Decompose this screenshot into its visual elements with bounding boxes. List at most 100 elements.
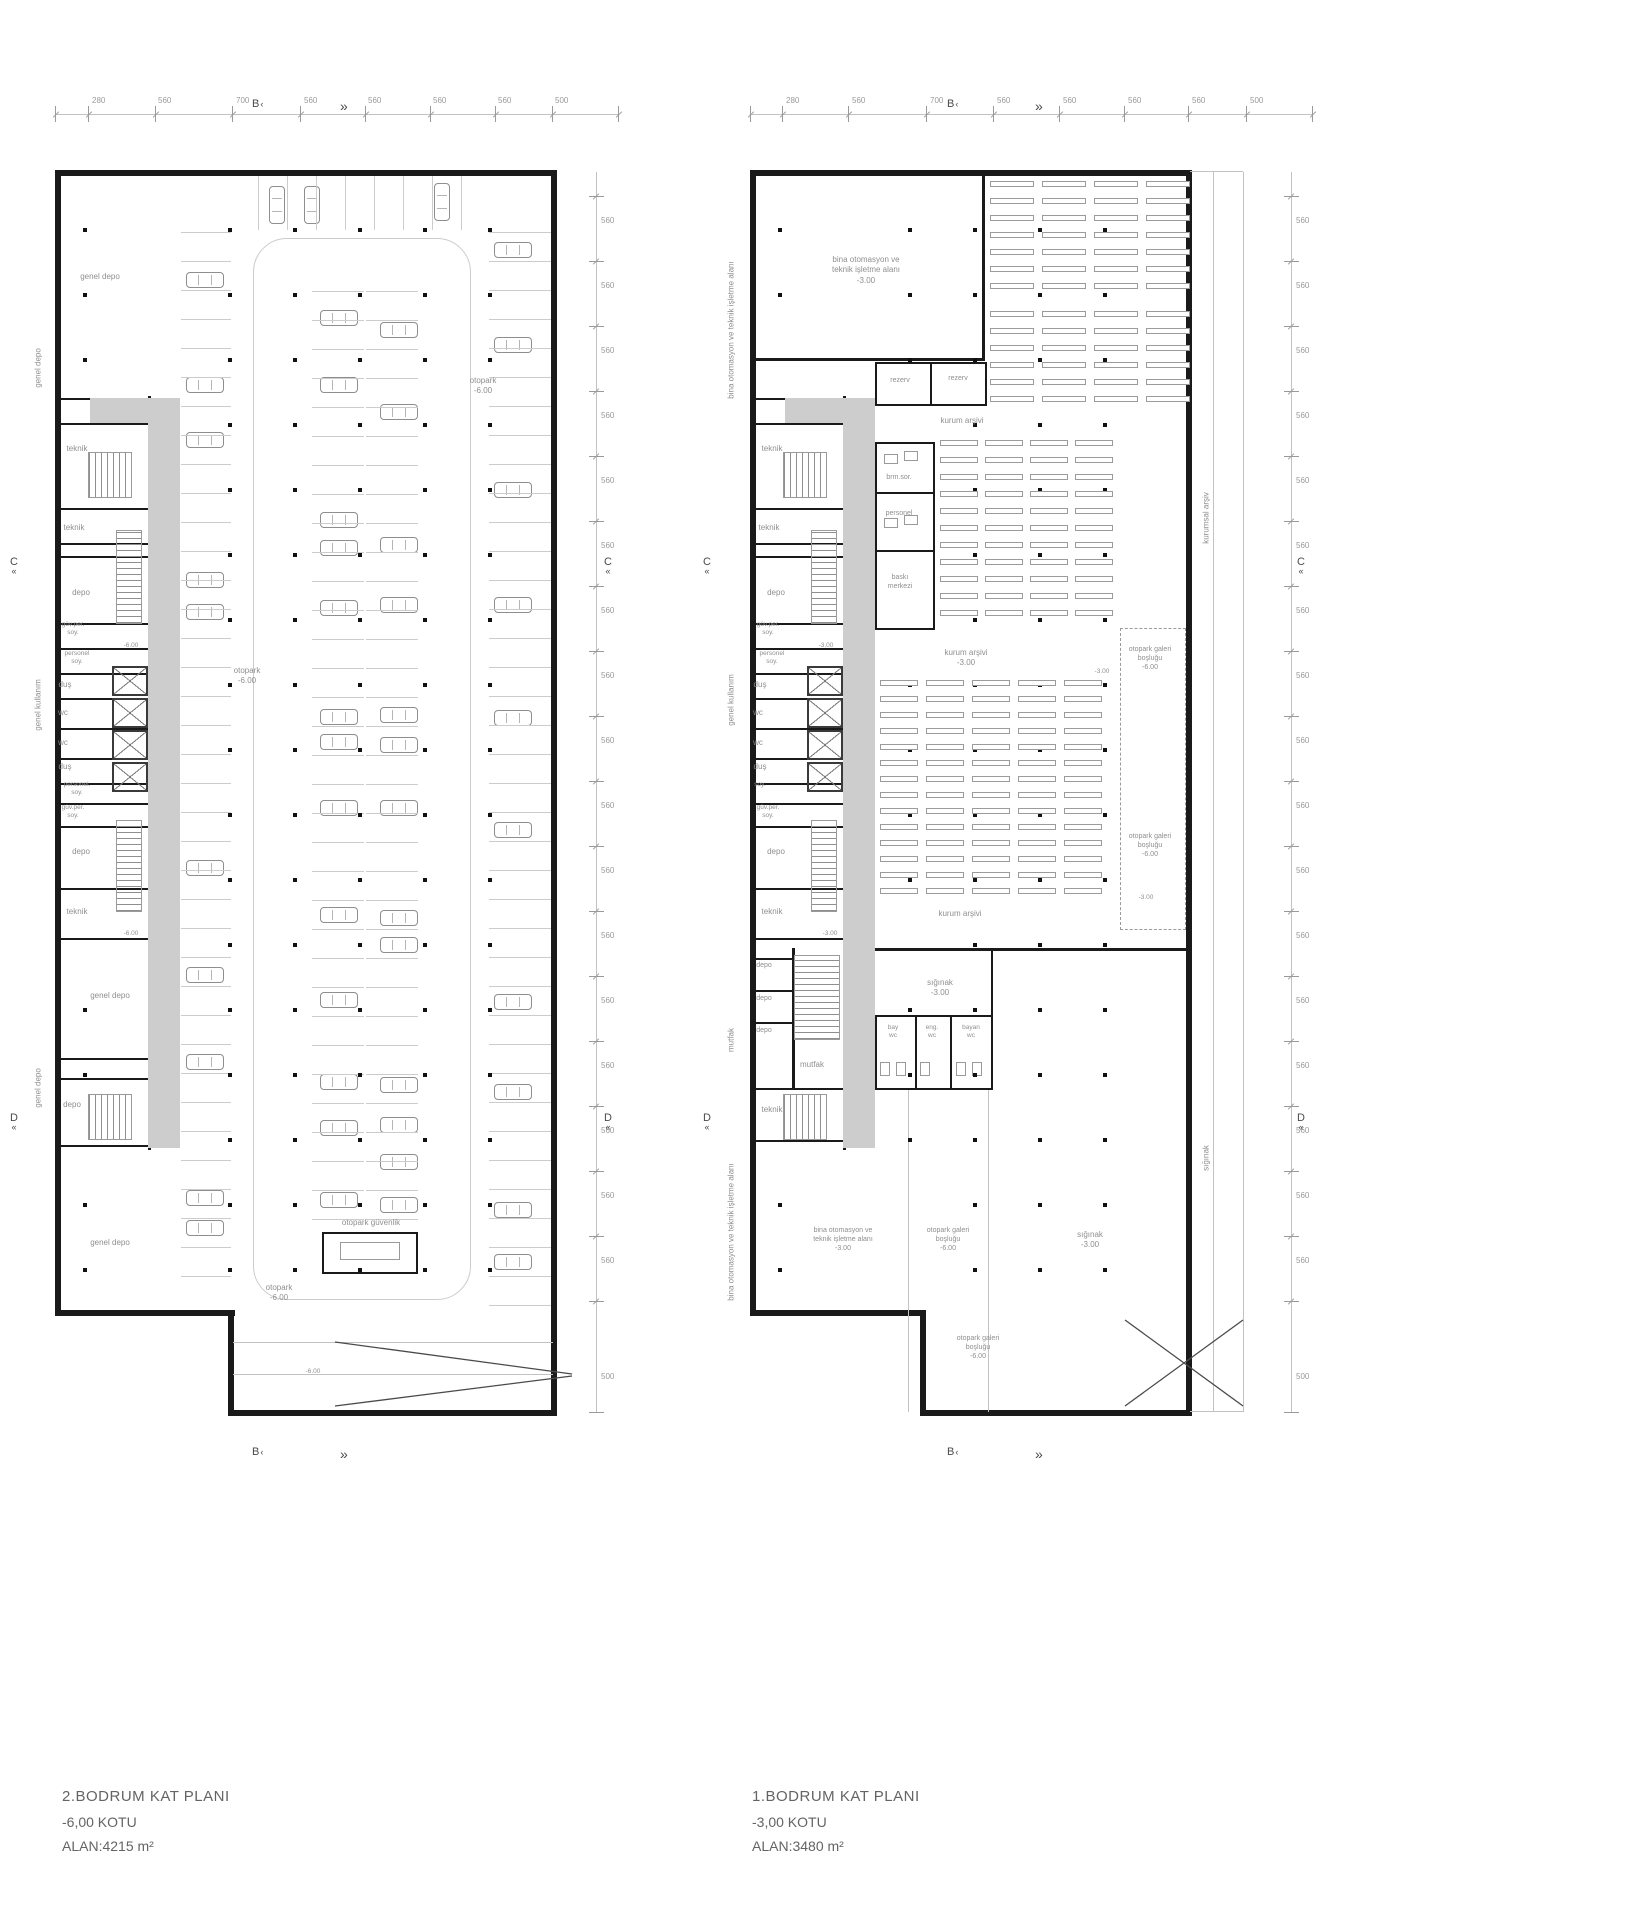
shelf-unit [1030,440,1068,446]
room-label: teknik [758,523,780,532]
stall-line [403,176,404,230]
shelf-unit [1146,328,1190,334]
stall-line [489,957,551,958]
wall [930,362,932,406]
wall [228,1310,234,1416]
column-dot [423,943,427,947]
shelf-unit [1064,744,1102,750]
column-dot [228,878,232,882]
car-icon [320,512,358,528]
shelf-unit [972,872,1010,878]
column-dot [358,618,362,622]
column-dot [973,748,977,752]
car-icon [380,1154,418,1170]
shelf-unit [940,610,978,616]
dim-label: 560 [1192,96,1206,105]
shelf-unit [990,328,1034,334]
stall-line [181,725,231,726]
shelf-unit [1146,345,1190,351]
stall-line [312,552,364,553]
stall-line [312,436,364,437]
column-dot [358,228,362,232]
room-label: genel depo [90,1238,130,1247]
column-dot [1038,943,1042,947]
column-dot [423,293,427,297]
column-dot [1038,1073,1042,1077]
zone-label: genel kullanım [33,679,43,731]
zone-label: genel depo [33,1068,43,1108]
column-dot [358,878,362,882]
dim-label: 500 [1296,1372,1310,1381]
dim-label: 560 [601,801,615,810]
plan-title: 1.BODRUM KAT PLANI [752,1788,920,1805]
shelf-unit [985,457,1023,463]
column-dot [358,1073,362,1077]
shelf-unit [985,474,1023,480]
column-dot [1103,553,1107,557]
stall-line [312,1103,364,1104]
furniture [920,1062,930,1076]
column-dot [1038,358,1042,362]
dim-label: 560 [1128,96,1142,105]
column-dot [1038,1138,1042,1142]
shelf-unit [985,542,1023,548]
section-arrow: » [340,98,348,114]
wall [55,728,150,730]
stall-line [312,1219,364,1220]
stall-line [366,291,418,292]
shelf-unit [1042,283,1086,289]
elevator-shaft [807,666,843,696]
corridor-fill [843,398,875,1148]
shelf-unit [926,856,964,862]
shelf-unit [1094,232,1138,238]
wall [55,1058,150,1060]
stall-line [366,813,418,814]
shelf-unit [985,525,1023,531]
wall [982,175,985,361]
room-label: soy. [754,781,766,788]
elevator-shaft [112,698,148,728]
wall [750,698,845,700]
stall-line [489,1218,551,1219]
column-dot [228,1203,232,1207]
wall [55,1078,150,1080]
dim-label: 560 [601,671,615,680]
room-label: sığınak-3.00 [1077,1230,1103,1250]
column-dot [908,1138,912,1142]
shelf-unit [1075,474,1113,480]
car-icon [380,1077,418,1093]
void-outline [1120,628,1186,930]
car-icon [494,242,532,258]
stall-line [181,1218,231,1219]
shelf-unit [940,593,978,599]
column-dot [1038,228,1042,232]
shelf-unit [1064,808,1102,814]
car-icon [186,432,224,448]
car-icon [380,1117,418,1133]
dim-label: 560 [601,736,615,745]
column-dot [358,488,362,492]
section-marker-b: B‹ [252,98,264,110]
furniture [884,454,898,464]
shelf-unit [985,440,1023,446]
dim-tick [1284,1412,1299,1413]
stall-line [287,176,288,230]
stall-line [489,899,551,900]
room-label: -3.00 [822,930,838,937]
column-dot [488,423,492,427]
wall [750,170,1192,176]
room-label: depo [756,962,772,969]
column-dot [293,813,297,817]
stall-line [181,609,231,610]
car-icon [269,186,285,224]
stairs [88,452,132,498]
shelf-unit [1042,345,1086,351]
stall-line [489,348,551,349]
furniture [956,1062,966,1076]
column-dot [228,1073,232,1077]
dim-label: 560 [601,1061,615,1070]
column-dot [973,1008,977,1012]
car-icon [494,822,532,838]
wall [55,423,150,425]
wall [750,1310,926,1316]
